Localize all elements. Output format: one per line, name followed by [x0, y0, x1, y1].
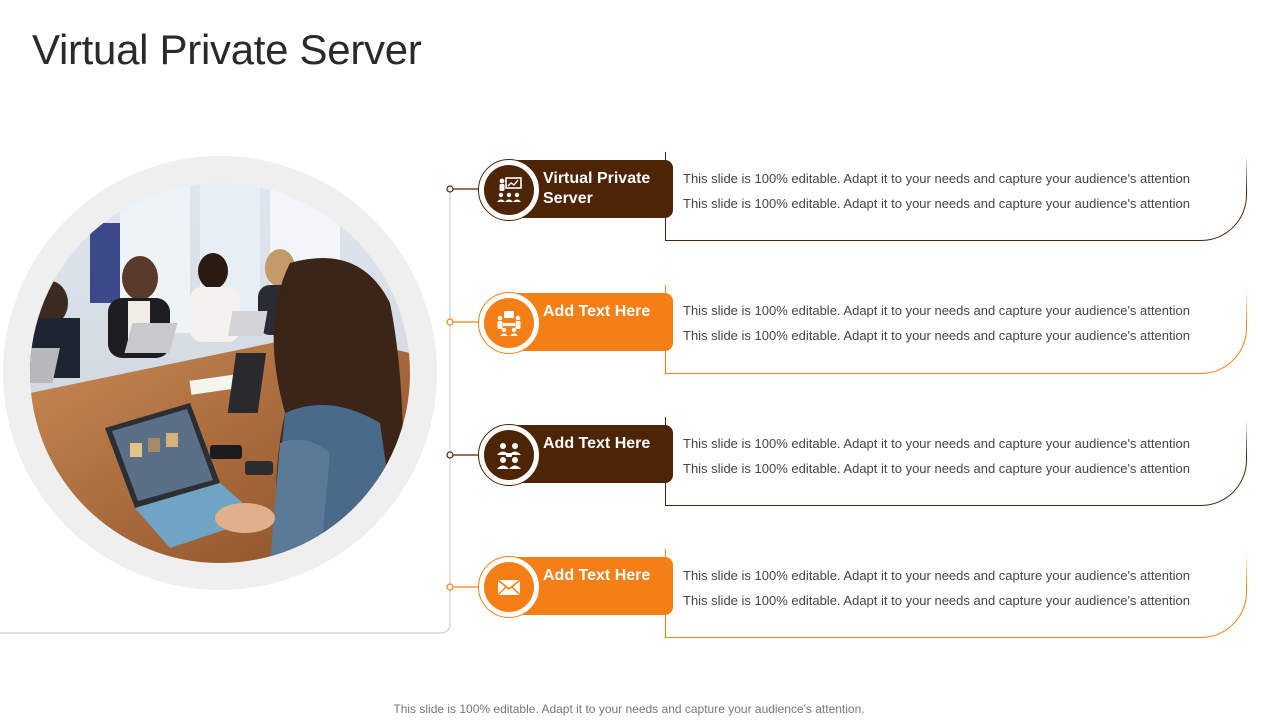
item-description-2: This slide is 100% editable. Adapt it to…: [683, 299, 1223, 348]
item-4-label: Add Text Here: [543, 567, 651, 584]
item-icon-ring-4: [478, 556, 540, 618]
item-3-line-2: This slide is 100% editable. Adapt it to…: [683, 460, 1190, 476]
item-card-1: [665, 151, 1248, 241]
item-description-1: This slide is 100% editable. Adapt it to…: [683, 167, 1223, 216]
item-4-line-2: This slide is 100% editable. Adapt it to…: [683, 592, 1190, 608]
slide-footer: This slide is 100% editable. Adapt it to…: [393, 702, 865, 716]
item-1-line-2: This slide is 100% editable. Adapt it to…: [683, 195, 1190, 211]
envelope-icon: [484, 562, 534, 612]
item-card-2: [665, 284, 1248, 374]
item-icon-ring-2: [478, 292, 540, 354]
item-3-label: Add Text Here: [543, 435, 651, 452]
slide-title: Virtual Private Server: [32, 26, 422, 73]
item-description-3: This slide is 100% editable. Adapt it to…: [683, 432, 1223, 481]
item-icon-ring-3: [478, 424, 540, 486]
item-1-line-1: This slide is 100% editable. Adapt it to…: [683, 171, 1190, 186]
item-1-label: Virtual Private Server: [543, 170, 651, 207]
team-meeting-icon: [484, 298, 534, 348]
item-card-3: [665, 416, 1248, 506]
group-discussion-icon: [484, 430, 534, 480]
item-2-label: Add Text Here: [543, 303, 651, 320]
item-card-4: [665, 548, 1248, 638]
item-2-line-2: This slide is 100% editable. Adapt it to…: [683, 327, 1190, 343]
item-description-4: This slide is 100% editable. Adapt it to…: [683, 564, 1223, 613]
item-2-line-1: This slide is 100% editable. Adapt it to…: [683, 303, 1190, 318]
presentation-audience-icon: [484, 165, 534, 215]
item-4-line-1: This slide is 100% editable. Adapt it to…: [683, 568, 1190, 583]
meeting-photo: [30, 183, 410, 563]
item-icon-ring-1: [478, 159, 540, 221]
item-3-line-1: This slide is 100% editable. Adapt it to…: [683, 436, 1190, 451]
